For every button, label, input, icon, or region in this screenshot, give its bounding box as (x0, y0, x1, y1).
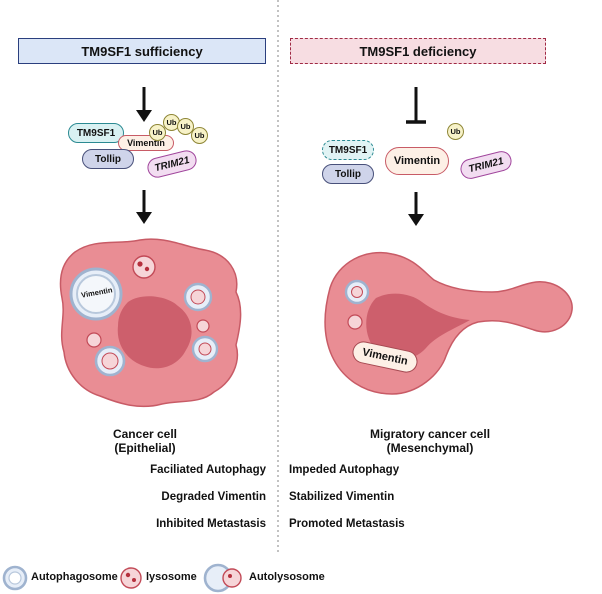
arrow-down-icon (136, 87, 152, 122)
ubiquitin-icon: Ub (177, 118, 194, 135)
legend-autophagosome-label: Autophagosome (31, 571, 118, 583)
left-outcome: Faciliated Autophagy (150, 464, 266, 476)
epithelial-cancer-cell (59, 238, 242, 408)
legend-lysosome-label: lysosome (146, 571, 197, 583)
right-cell-title-line2: (Mesenchymal) (386, 441, 474, 455)
left-outcome: Degraded Vimentin (161, 491, 266, 503)
right-outcome: Promoted Metastasis (289, 518, 405, 530)
sufficiency-header: TM9SF1 sufficiency (18, 38, 266, 64)
left-cell-title-line2: (Epithelial) (114, 441, 176, 455)
arrow-down-icon (408, 192, 424, 226)
right-outcome: Impeded Autophagy (289, 464, 400, 476)
right-outcome: Stabilized Vimentin (289, 491, 395, 503)
left-cell-title-line1: Cancer cell (112, 427, 178, 441)
right-cell-title: Migratory cancer cell (Mesenchymal) (350, 427, 510, 455)
mesenchymal-cancer-cell (324, 251, 573, 395)
tollip-protein: Tollip (82, 149, 134, 169)
left-outcome: Inhibited Metastasis (156, 518, 266, 530)
legend-autolysosome-label: Autolysosome (249, 571, 325, 583)
autolysosome-legend-icon (203, 563, 242, 593)
ubiquitin-icon: Ub (447, 123, 464, 140)
inhibition-arrow-icon (406, 87, 426, 124)
deficiency-header: TM9SF1 deficiency (290, 38, 546, 64)
ubiquitin-icon: Ub (149, 124, 166, 141)
left-cell-title: Cancer cell (Epithelial) (90, 427, 200, 455)
arrow-down-icon (136, 190, 152, 224)
right-cell-title-line1: Migratory cancer cell (369, 427, 491, 441)
tm9sf1-protein: TM9SF1 (322, 140, 374, 160)
lysosome-legend-icon (120, 567, 142, 589)
autophagosome-legend-icon (2, 565, 28, 591)
tollip-protein: Tollip (322, 164, 374, 184)
tm9sf1-protein: TM9SF1 (68, 123, 124, 143)
vimentin-protein: Vimentin (385, 147, 449, 175)
ubiquitin-icon: Ub (191, 127, 208, 144)
